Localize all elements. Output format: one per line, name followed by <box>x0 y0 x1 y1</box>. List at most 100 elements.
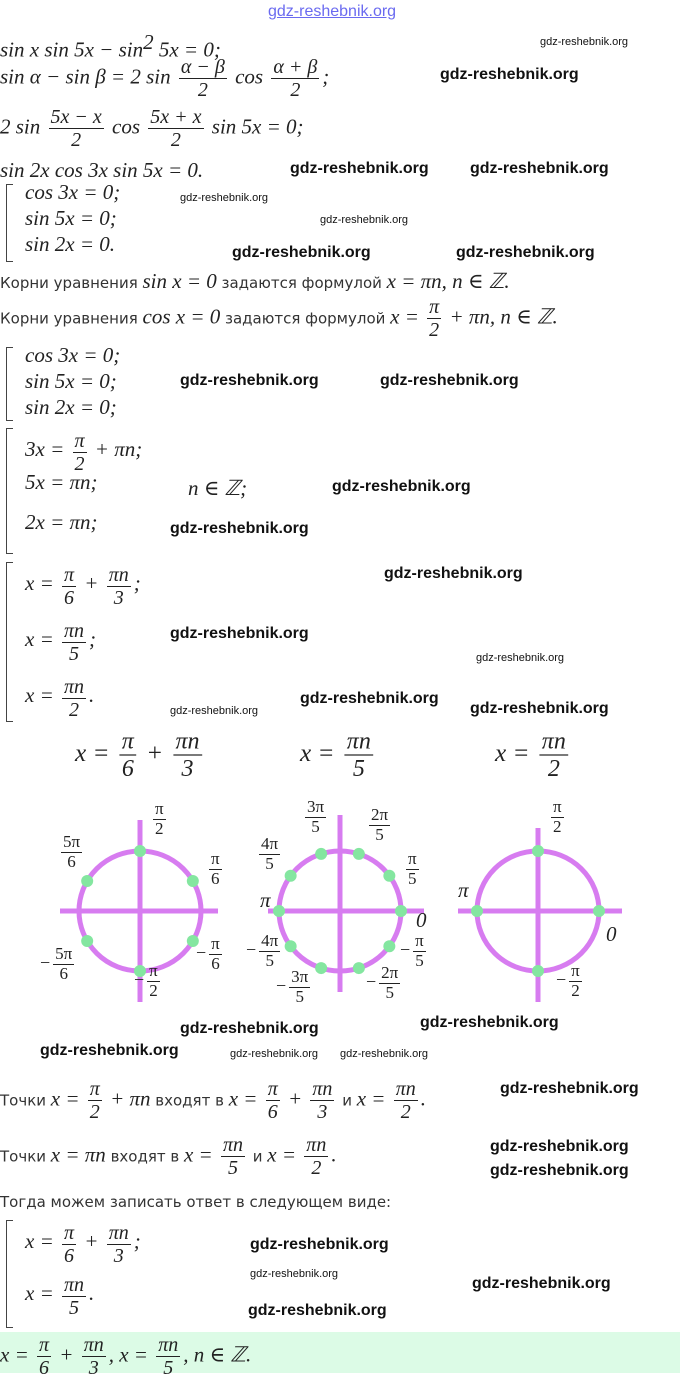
text: Корни уравнения <box>0 274 143 292</box>
solution-point <box>134 845 146 857</box>
solution-point <box>383 940 396 953</box>
unit-circles-diagram <box>60 815 622 1002</box>
equation-line: sin x sin 5x − sin2 5x = 0; <box>0 32 221 60</box>
math-text: cos <box>229 64 269 89</box>
watermark: gdz-reshebnik.org <box>456 244 595 261</box>
label-text: 0 <box>606 922 617 946</box>
denominator: 3 <box>113 1245 124 1267</box>
math-text: + πn <box>104 1086 151 1111</box>
superscript: 2 <box>143 30 154 54</box>
solution-point <box>383 869 396 882</box>
numerator: π <box>119 728 137 756</box>
denominator: 3 <box>181 755 194 782</box>
denominator: 2 <box>69 699 80 721</box>
denominator: 3 <box>317 1101 328 1123</box>
numerator: 2π <box>369 805 391 826</box>
watermark: gdz-reshebnik.org <box>340 1048 429 1060</box>
math-text: + <box>79 1229 104 1254</box>
denominator: 5 <box>408 868 417 888</box>
math-text: . <box>89 683 95 708</box>
denominator: 5 <box>265 853 274 873</box>
text: Точки <box>0 1147 51 1166</box>
numerator: πn <box>106 1222 131 1245</box>
math-text: , x = <box>108 1342 154 1367</box>
math-text: sin 2x cos 3x sin 5x = 0. <box>0 158 204 182</box>
solution-point <box>134 965 146 977</box>
math-text: x = <box>390 304 425 329</box>
watermark: gdz-reshebnik.org <box>490 1138 629 1155</box>
math-text: sin 2x = 0. <box>25 232 115 256</box>
math-text: x = πn, n ∈ ℤ. <box>386 269 510 293</box>
math-text: ; <box>133 1229 141 1254</box>
watermark: gdz-reshebnik.org <box>472 1275 611 1292</box>
watermark: gdz-reshebnik.org <box>384 565 523 582</box>
numerator: 5π <box>53 944 75 965</box>
math-text: x = <box>25 1229 59 1254</box>
math-text: ; <box>322 64 330 89</box>
watermark-link[interactable]: gdz-reshebnik.org <box>268 3 397 20</box>
denominator: 5 <box>295 986 304 1006</box>
watermark: gdz-reshebnik.org <box>230 1048 319 1060</box>
watermark: gdz-reshebnik.org <box>320 214 409 226</box>
math-text: sin 5x = 0; <box>25 369 117 393</box>
denominator: 6 <box>211 868 220 888</box>
denominator: 5 <box>265 950 274 970</box>
numerator: 5x + x <box>148 106 204 129</box>
denominator: 6 <box>64 587 75 609</box>
denominator: 5 <box>375 824 384 844</box>
minus-sign: − <box>134 969 145 990</box>
numerator: πn <box>344 728 374 756</box>
denominator: 3 <box>113 587 124 609</box>
numerator: πn <box>220 1134 245 1157</box>
math-text: x = <box>183 1142 218 1167</box>
numerator: πn <box>304 1134 329 1157</box>
numerator: π <box>62 1222 77 1245</box>
solution-point <box>471 905 483 917</box>
math-text: + <box>139 738 170 767</box>
circle-label: 0 <box>606 922 617 947</box>
solution-point <box>352 847 365 860</box>
text: Точки <box>0 1091 51 1110</box>
numerator: πn <box>62 620 87 643</box>
numerator: 5π <box>61 832 83 853</box>
watermark: gdz-reshebnik.org <box>490 1162 629 1179</box>
text: и <box>248 1147 268 1166</box>
math-text: . <box>331 1142 337 1167</box>
watermark: gdz-reshebnik.org <box>248 1302 387 1319</box>
watermark: gdz-reshebnik.org <box>250 1268 339 1280</box>
system-row: 5x = πn; <box>25 470 98 495</box>
watermark: gdz-reshebnik.org <box>420 1014 559 1031</box>
text: задаются формулой <box>220 309 391 328</box>
math-text: cos 3x = 0; <box>25 343 121 367</box>
math-text: sin α − sin β = 2 sin <box>0 64 176 89</box>
numerator: 5x − x <box>48 106 104 129</box>
numerator: πn <box>62 1274 87 1297</box>
numerator: α + β <box>271 56 320 79</box>
watermark: gdz-reshebnik.org <box>170 625 309 642</box>
denominator: 6 <box>67 851 76 871</box>
